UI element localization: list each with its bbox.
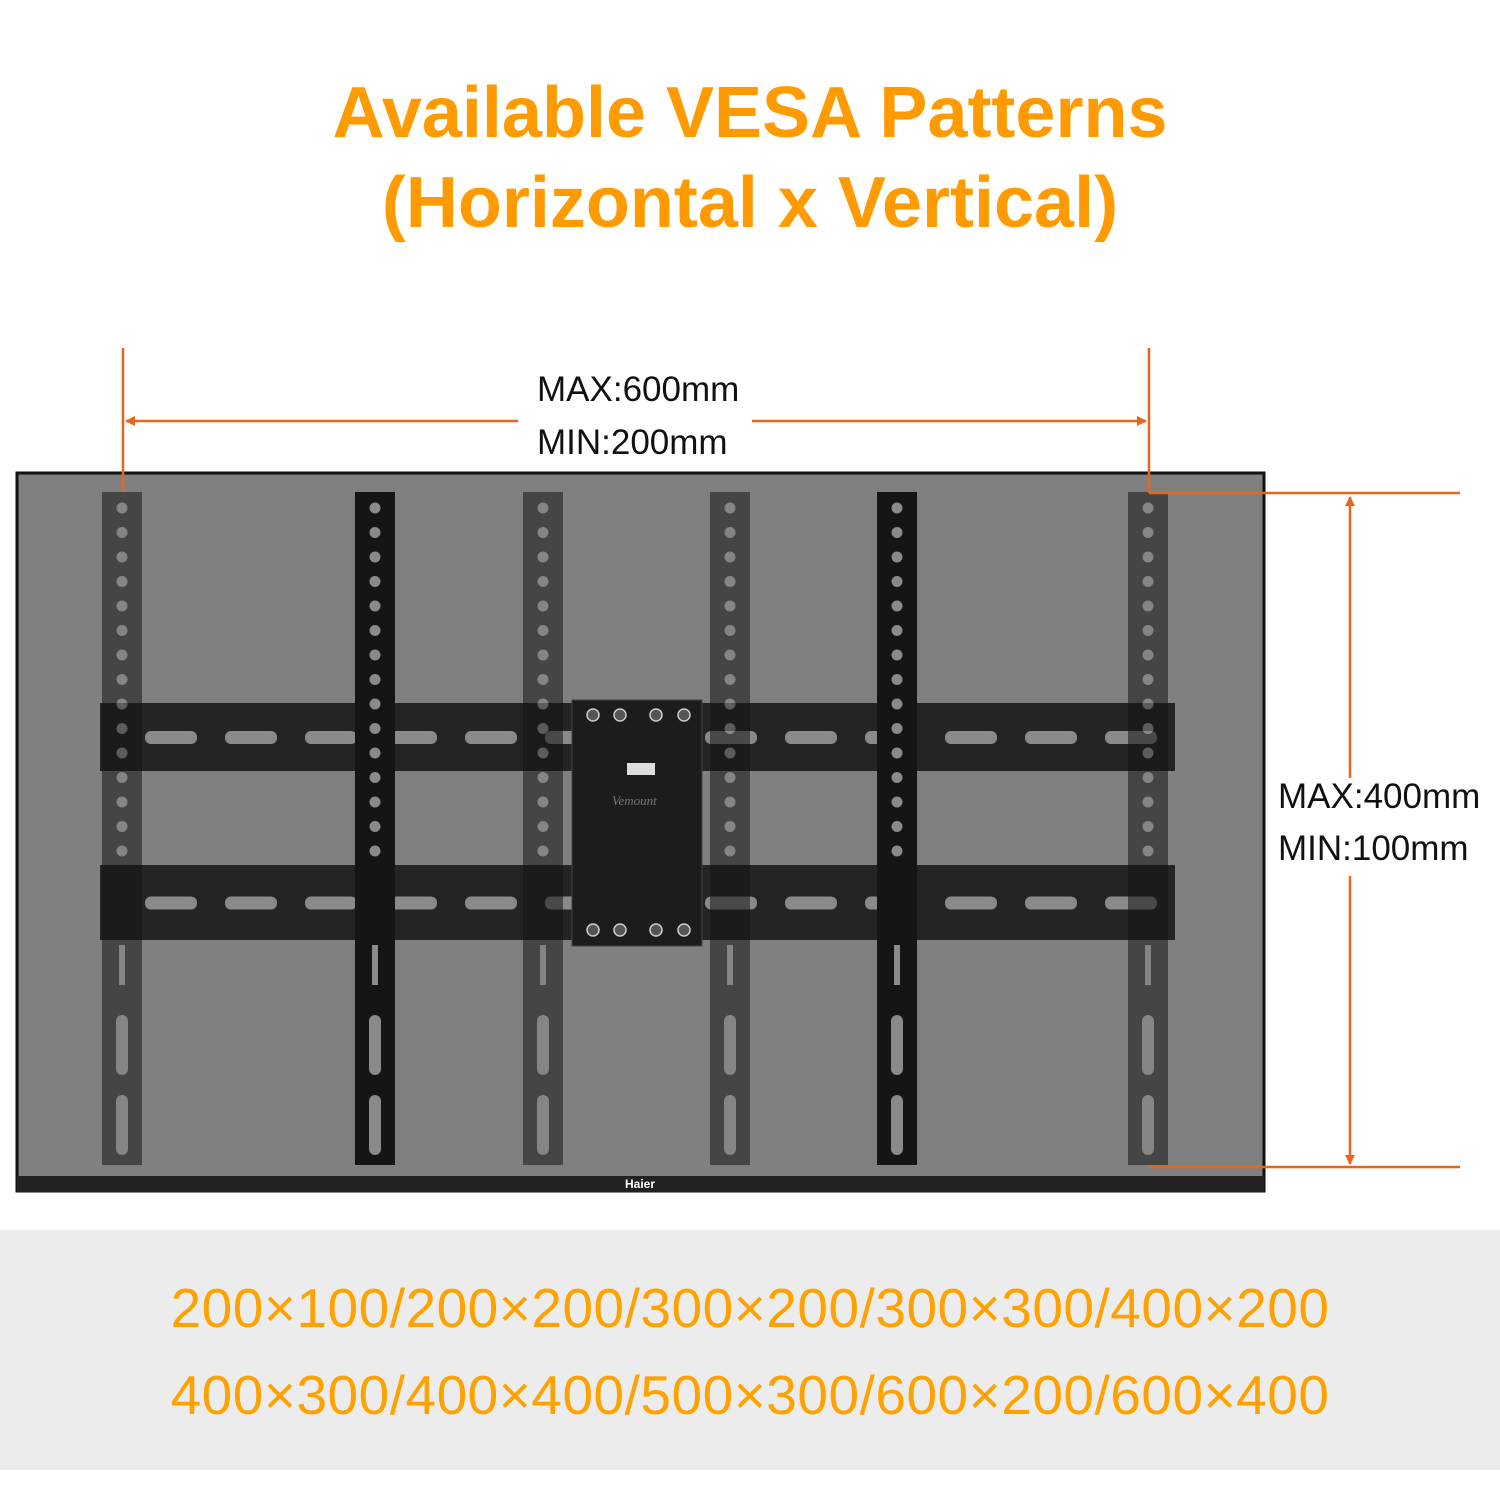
title-line-2: (Horizontal x Vertical) (381, 163, 1119, 243)
vertical-bracket-arm (102, 492, 142, 1165)
center-plate: Vemount (571, 699, 703, 947)
vertical-bracket-arm (355, 492, 395, 1165)
screw-icon (649, 708, 663, 722)
horizontal-max-label: MAX:600mm (537, 370, 740, 409)
title-line-1: Available VESA Patterns (332, 73, 1168, 153)
screw-icon (677, 708, 691, 722)
patterns-line-1: 200×100/200×200/300×200/300×300/400×200 (170, 1277, 1330, 1339)
screw-icon (677, 923, 691, 937)
vertical-bracket-arm (877, 492, 917, 1165)
mount-logo: Vemount (612, 793, 657, 808)
tv-logo: Haier (625, 1177, 655, 1191)
screw-icon (586, 708, 600, 722)
vertical-bracket-arm (710, 492, 750, 1165)
tv-bezel-bottom (17, 1176, 1264, 1192)
vertical-max-label: MAX:400mm (1278, 777, 1481, 816)
vertical-bracket-arm (1128, 492, 1168, 1165)
horizontal-min-label: MIN:200mm (537, 423, 728, 462)
horizontal-dimension (121, 348, 1460, 1169)
screw-icon (613, 708, 627, 722)
vertical-min-label: MIN:100mm (1278, 829, 1469, 868)
vesa-diagram: Haier Vemount (15, 348, 1460, 1193)
patterns-line-2: 400×300/400×400/500×300/600×200/600×400 (170, 1364, 1330, 1426)
screw-icon (613, 923, 627, 937)
screw-icon (649, 923, 663, 937)
patterns-band (0, 1230, 1500, 1470)
screw-icon (586, 923, 600, 937)
vertical-bracket-arm (523, 492, 563, 1165)
